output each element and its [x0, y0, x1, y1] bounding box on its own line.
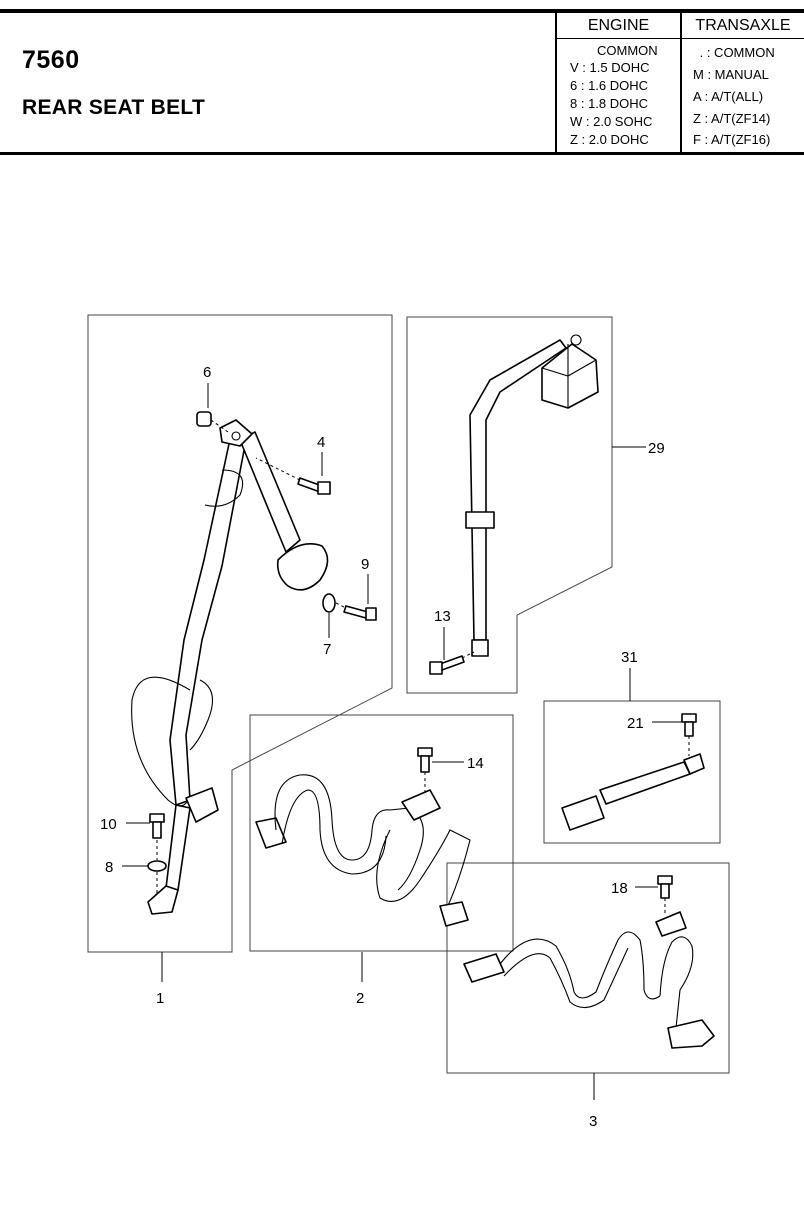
engine-option: Z : 2.0 DOHC [570, 132, 649, 147]
buckle-assembly-31 [561, 753, 705, 831]
transaxle-heading: TRANSAXLE [695, 17, 791, 34]
callout-29: 29 [648, 440, 665, 457]
engine-heading: ENGINE [587, 17, 650, 34]
spacer-6 [196, 411, 229, 433]
section-title: REAR SEAT BELT [22, 96, 206, 119]
leader-lines [122, 383, 682, 1100]
bolt-14 [417, 747, 433, 796]
callout-9: 9 [361, 556, 369, 573]
seat-belt-assembly-3 [463, 911, 715, 1049]
callout-6: 6 [203, 364, 211, 381]
seat-belt-assembly-2 [255, 774, 471, 927]
transaxle-option: M : MANUAL [693, 67, 769, 82]
seat-belt-assembly-29 [465, 334, 599, 657]
callout-1: 1 [156, 990, 164, 1007]
callout-14: 14 [467, 755, 484, 772]
callout-18: 18 [611, 880, 628, 897]
washer-7 [322, 593, 336, 613]
bolt-10 [149, 813, 165, 839]
assembly-1-frame [87, 314, 393, 953]
header-top-rule [0, 9, 804, 13]
engine-option: 6 : 1.6 DOHC [570, 78, 649, 93]
header-bottom-rule [0, 152, 804, 155]
bolt-4 [255, 457, 331, 495]
transaxle-option: F : A/T(ZF16) [693, 132, 771, 147]
assembly-3-frame [446, 862, 730, 1074]
assembly-29-frame [406, 316, 613, 694]
assembly-31-frame [543, 700, 721, 844]
column-heading-divider [555, 38, 804, 39]
bolt-9 [335, 602, 377, 621]
engine-option: COMMON [597, 43, 658, 58]
callout-21: 21 [627, 715, 644, 732]
callout-2: 2 [356, 990, 364, 1007]
engine-option: V : 1.5 DOHC [570, 60, 650, 75]
assembly-2-frame [249, 714, 514, 952]
bolt-18 [657, 875, 673, 914]
callout-3: 3 [589, 1113, 597, 1130]
callout-8: 8 [105, 859, 113, 876]
transaxle-option: . : COMMON [696, 45, 775, 60]
transaxle-column-border [680, 13, 682, 152]
callout-10: 10 [100, 816, 117, 833]
bolt-21 [681, 713, 697, 756]
seat-belt-assembly-1 [131, 419, 329, 915]
callout-31: 31 [621, 649, 638, 666]
engine-option: 8 : 1.8 DOHC [570, 96, 649, 111]
callout-13: 13 [434, 608, 451, 625]
bolt-13 [429, 651, 475, 675]
transaxle-option: Z : A/T(ZF14) [693, 111, 771, 126]
engine-option: W : 2.0 SOHC [570, 114, 653, 129]
callout-labels: 6 4 9 7 10 8 1 13 29 14 2 31 21 18 3 [100, 364, 665, 1130]
transaxle-option: A : A/T(ALL) [693, 89, 764, 104]
callout-4: 4 [317, 434, 325, 451]
callout-7: 7 [323, 641, 331, 658]
engine-column-border [555, 13, 557, 152]
section-code: 7560 [22, 46, 80, 74]
